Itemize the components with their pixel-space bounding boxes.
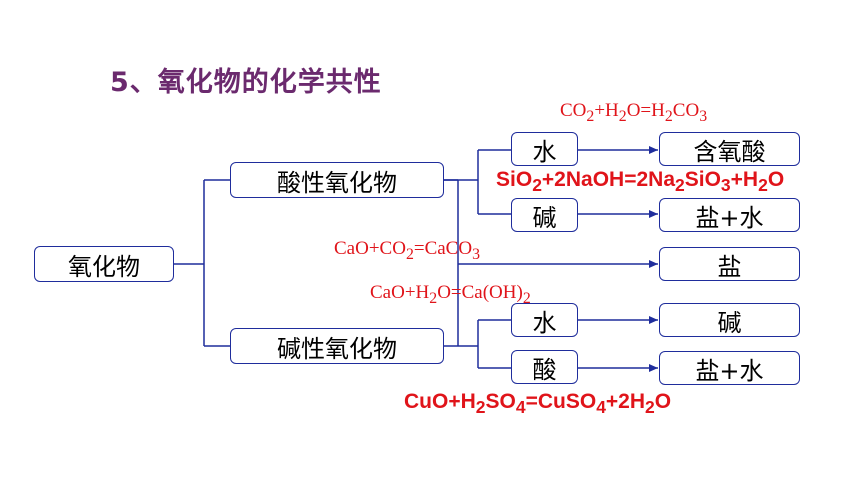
equation-sio2-naoh: SiO2+2NaOH=2Na2SiO3+H2O bbox=[496, 168, 785, 196]
equation-cao-co2: CaO+CO2=CaCO3 bbox=[334, 238, 480, 263]
node-oxide: 氧化物 bbox=[34, 246, 174, 282]
equation-cuo-h2so4: CuO+H2SO4=CuSO4+2H2O bbox=[404, 390, 672, 418]
node-salt-water-1: 盐+水 bbox=[659, 198, 800, 232]
node-basic-oxide: 碱性氧化物 bbox=[230, 328, 444, 364]
equation-cao-h2o: CaO+H2O=Ca(OH)2 bbox=[370, 282, 531, 307]
node-water-1: 水 bbox=[511, 132, 578, 166]
node-water-2: 水 bbox=[511, 303, 578, 337]
node-oxyacid: 含氧酸 bbox=[659, 132, 800, 166]
node-base-1: 碱 bbox=[511, 198, 578, 232]
node-base-2: 碱 bbox=[659, 303, 800, 337]
node-acidic-oxide: 酸性氧化物 bbox=[230, 162, 444, 198]
node-acid: 酸 bbox=[511, 350, 578, 384]
node-salt: 盐 bbox=[659, 247, 800, 281]
page-title: 5、氧化物的化学共性 bbox=[110, 67, 382, 98]
node-salt-water-2: 盐+水 bbox=[659, 351, 800, 385]
equation-co2-h2o: CO2+H2O=H2CO3 bbox=[560, 100, 708, 125]
